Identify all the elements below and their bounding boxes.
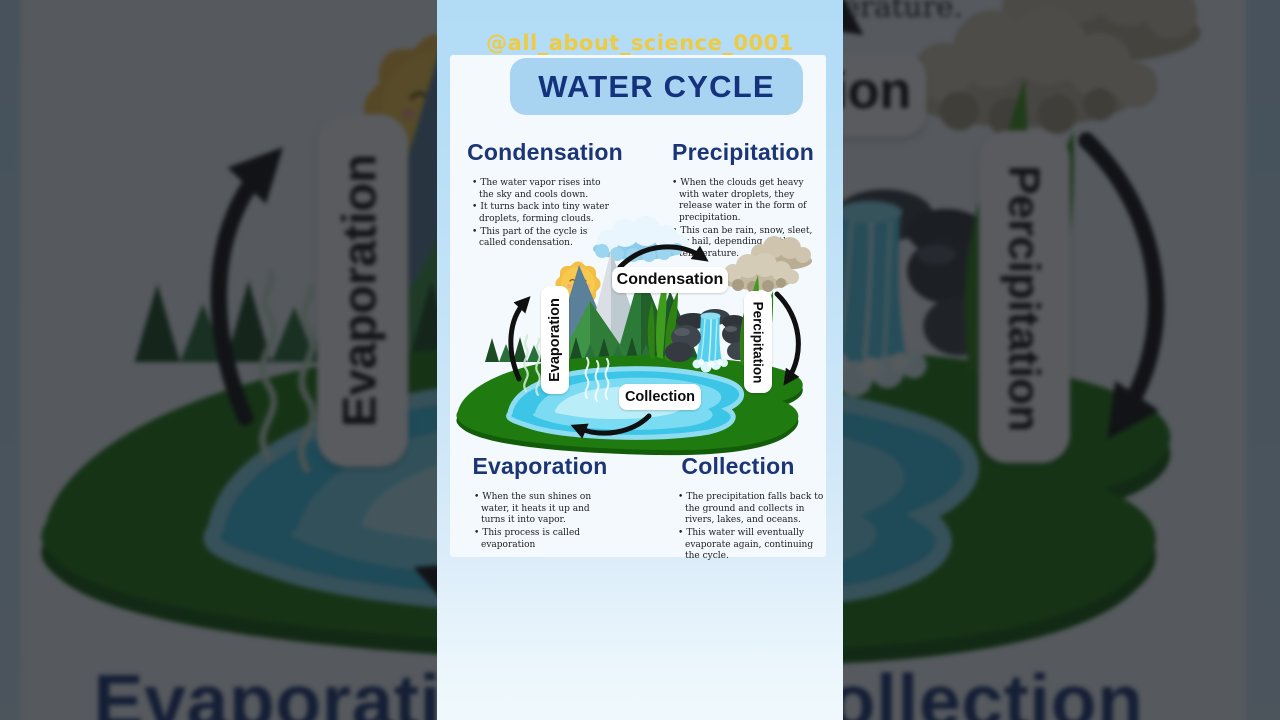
precipitation-bullets: When the clouds get heavy with water dro… bbox=[670, 178, 820, 262]
watermark-handle: @all_about_science_0001 bbox=[486, 31, 794, 55]
condensation-label: Condensation bbox=[612, 267, 728, 293]
collection-label: Collection bbox=[619, 384, 701, 410]
collection-arrow bbox=[570, 413, 652, 439]
section-heading-collection: Collection bbox=[681, 453, 795, 479]
cycle-arrows bbox=[508, 244, 801, 439]
bullet-item: When the clouds get heavy with water dro… bbox=[670, 178, 820, 225]
precipitation-arrow bbox=[774, 291, 801, 386]
section-heading-evaporation: Evaporation bbox=[472, 453, 608, 479]
bullet-item: This process is called evaporation bbox=[472, 528, 614, 551]
condensation-bullets: The water vapor rises into the sky and c… bbox=[470, 178, 614, 251]
water-cycle-poster: @all_about_science_0001 WATER CYCLE Cond… bbox=[437, 0, 843, 720]
infographic-card: WATER CYCLE Condensation The water vapor… bbox=[450, 55, 826, 561]
collection-label-text: Collection bbox=[624, 389, 696, 405]
bullet-item: This part of the cycle is called condens… bbox=[470, 227, 614, 250]
evaporation-label-text: Evaporation bbox=[547, 298, 564, 382]
precipitation-label-text: Percipitation bbox=[750, 301, 766, 383]
grass-left bbox=[647, 277, 678, 361]
section-precipitation: Precipitation bbox=[662, 139, 824, 166]
bullet-item: This can be rain, snow, sleet, or hail, … bbox=[670, 226, 820, 261]
precipitation-label: Percipitation bbox=[744, 291, 772, 393]
bullet-item: The precipitation falls back to the grou… bbox=[676, 492, 828, 527]
page-title: WATER CYCLE bbox=[538, 68, 775, 104]
center-strip: @all_about_science_0001 WATER CYCLE Cond… bbox=[437, 0, 843, 720]
evaporation-label: Evaporation bbox=[541, 286, 569, 394]
evaporation-bullets: When the sun shines on water, it heats i… bbox=[472, 492, 614, 552]
bullet-item: When the sun shines on water, it heats i… bbox=[472, 492, 614, 527]
bullet-item: This water will eventually evaporate aga… bbox=[676, 528, 828, 563]
bullet-item: The water vapor rises into the sky and c… bbox=[470, 178, 614, 201]
section-collection: Collection bbox=[654, 453, 822, 480]
waterfall bbox=[665, 309, 749, 373]
collection-bullets: The precipitation falls back to the grou… bbox=[676, 492, 828, 564]
evaporation-arrow bbox=[508, 296, 531, 382]
section-heading-precipitation: Precipitation bbox=[672, 139, 814, 165]
tan-clouds-icon bbox=[722, 236, 812, 293]
bullet-item: It turns back into tiny water droplets, … bbox=[470, 202, 614, 225]
blue-cloud-icon bbox=[593, 216, 689, 262]
condensation-arrow bbox=[617, 244, 709, 270]
title-banner: WATER CYCLE bbox=[510, 58, 803, 115]
section-evaporation: Evaporation bbox=[456, 453, 624, 480]
section-heading-condensation: Condensation bbox=[467, 139, 623, 165]
condensation-label-text: Condensation bbox=[616, 271, 724, 288]
section-condensation: Condensation bbox=[460, 139, 630, 166]
